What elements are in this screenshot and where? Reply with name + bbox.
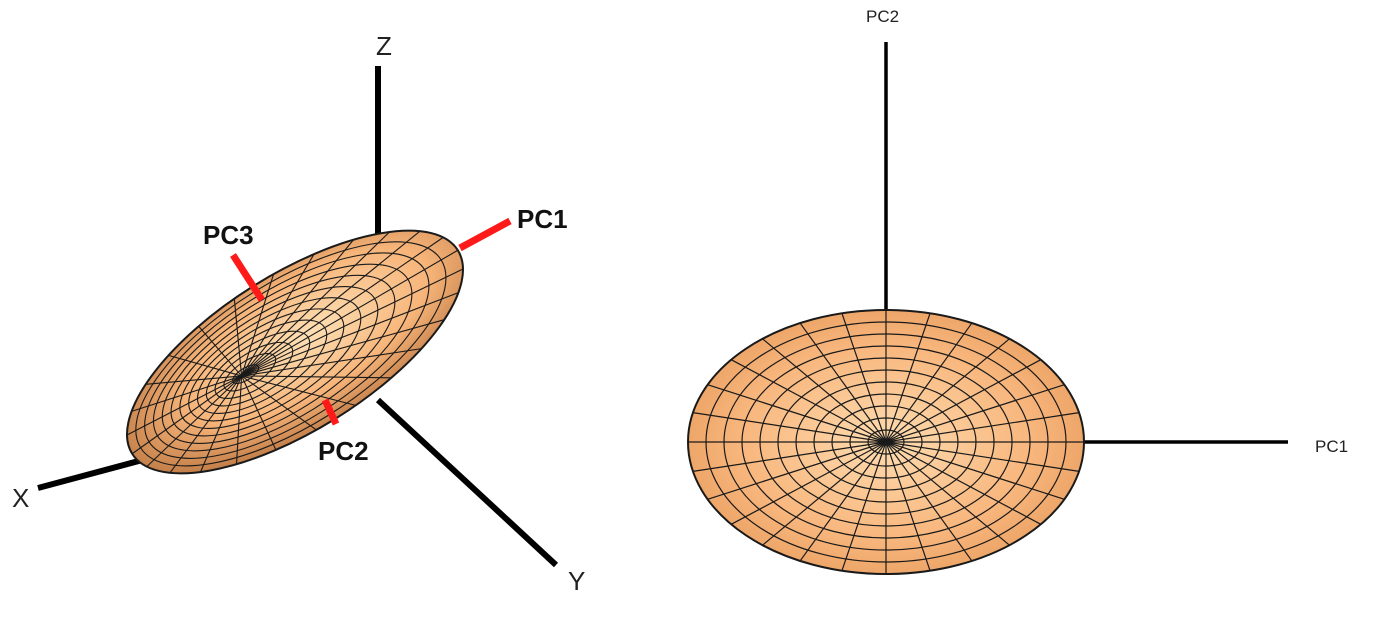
mesh-spoke (241, 375, 277, 451)
right-diagram: PC2 PC1 (687, 7, 1348, 575)
mesh-spoke (799, 441, 887, 562)
mesh-spoke (885, 441, 1010, 546)
mesh-spoke (730, 441, 887, 525)
pc1-marker (458, 217, 512, 252)
mesh-spoke (885, 441, 1080, 472)
mesh-spoke (168, 354, 242, 377)
mesh-spoke (145, 375, 242, 385)
pc2-label: PC2 (318, 436, 369, 466)
mesh-spoke (241, 375, 392, 379)
left-diagram: Z X Y PC1 PC3 PC2 (12, 31, 585, 596)
mesh-spoke (885, 384, 1065, 443)
mesh-spoke (799, 322, 887, 443)
mesh-spoke (885, 359, 1042, 443)
mesh-spoke (885, 313, 931, 443)
mesh-spoke (241, 292, 459, 377)
mesh-spoke (762, 338, 887, 443)
mesh-spoke (131, 375, 242, 455)
mesh-spoke (885, 441, 931, 571)
pc1-label: PC1 (517, 204, 568, 234)
pc3-label: PC3 (203, 220, 254, 250)
mesh-spoke (169, 375, 243, 474)
mesh-spoke (730, 359, 887, 443)
left-ellipsoid-mesh (126, 230, 464, 474)
mesh-spoke (841, 441, 887, 571)
mesh-spoke (241, 236, 444, 377)
mesh-spoke (885, 441, 1065, 500)
mesh-spoke (241, 273, 275, 377)
left-ellipsoid-surface (126, 229, 464, 475)
y-axis-label: Y (568, 566, 585, 596)
mesh-spoke (241, 375, 356, 406)
mesh-spoke (241, 319, 445, 377)
pc2-axis-label: PC2 (866, 7, 899, 26)
mesh-spoke (198, 325, 242, 377)
mesh-spoke (241, 375, 317, 431)
mesh-spoke (241, 253, 315, 377)
right-ellipsoid-mesh (688, 310, 1084, 574)
x-axis-label: X (12, 483, 29, 513)
mesh-spoke (241, 348, 422, 377)
mesh-spoke (241, 230, 421, 377)
mesh-spoke (885, 441, 1042, 525)
z-axis-label: Z (376, 31, 392, 61)
mesh-spoke (707, 384, 887, 443)
pc3-marker (230, 253, 265, 302)
mesh-spoke (692, 441, 887, 472)
mesh-spoke (200, 375, 243, 473)
mesh-spoke (241, 239, 354, 377)
mesh-spoke (762, 441, 887, 546)
mesh-spoke (241, 231, 390, 377)
left-ellipsoid (126, 229, 464, 475)
mesh-spoke (885, 412, 1080, 443)
mesh-spoke (126, 375, 242, 436)
mesh-spoke (146, 375, 242, 468)
mesh-spoke (885, 338, 1010, 443)
x-axis-line (37, 455, 151, 491)
mesh-spoke (692, 412, 887, 443)
mesh-spoke (233, 298, 243, 377)
mesh-spoke (241, 249, 459, 377)
mesh-spoke (841, 313, 887, 443)
mesh-spoke (885, 441, 973, 562)
right-ellipsoid (687, 309, 1085, 575)
mesh-spoke (885, 322, 973, 443)
pc2-marker (321, 398, 340, 426)
pc1-axis-label: PC1 (1315, 437, 1348, 456)
mesh-spoke (131, 375, 242, 412)
y-axis-line (375, 397, 559, 568)
mesh-spoke (235, 375, 243, 465)
mesh-spoke (707, 441, 887, 500)
mesh-spoke (241, 268, 464, 377)
